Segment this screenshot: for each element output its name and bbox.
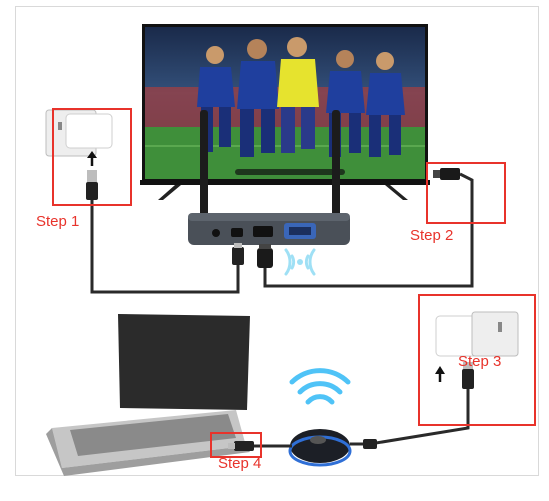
usb-power-cable (90, 200, 240, 294)
step-3-box (418, 294, 536, 426)
hdmi-plug-icon (257, 244, 273, 268)
tv-leg-left (158, 185, 181, 200)
hdmi-receiver (188, 213, 350, 245)
laptop (46, 314, 250, 476)
usb-plug-icon (462, 362, 474, 389)
up-arrow-icon (435, 366, 445, 382)
antenna-right (332, 110, 340, 222)
dongle-power-cable (350, 380, 470, 446)
audio-port (212, 229, 220, 237)
step-4-label: Step 4 (218, 455, 262, 472)
step-1-label: Step 1 (36, 213, 80, 230)
wifi-icon (284, 248, 316, 276)
usb-plug-icon (363, 439, 377, 449)
hdmi-port (253, 226, 273, 237)
wifi-icon (289, 368, 351, 405)
step-2-box (426, 162, 506, 224)
usb-plug-icon (86, 170, 98, 200)
up-arrow-icon (87, 151, 97, 166)
player (237, 39, 279, 157)
usb-plug-icon (232, 243, 244, 265)
step-1-box (52, 108, 132, 206)
power-adapter-icon (45, 109, 113, 157)
step-2-label: Step 2 (410, 227, 454, 244)
tv-screen (142, 24, 428, 182)
hdmi-cable (263, 172, 474, 288)
football-scene (145, 27, 425, 179)
usb-port (231, 228, 243, 237)
step-4-box (210, 432, 262, 458)
hdmi-plug-icon (433, 168, 460, 180)
antenna-left (200, 110, 208, 222)
player (366, 52, 405, 157)
step-3-label: Step 3 (458, 353, 502, 370)
player (277, 37, 319, 153)
wireless-dongle (288, 429, 352, 467)
power-adapter-icon (435, 311, 519, 357)
tv-leg-right (385, 185, 408, 200)
usb-plug-icon (228, 441, 254, 451)
tv-bezel (140, 180, 430, 185)
